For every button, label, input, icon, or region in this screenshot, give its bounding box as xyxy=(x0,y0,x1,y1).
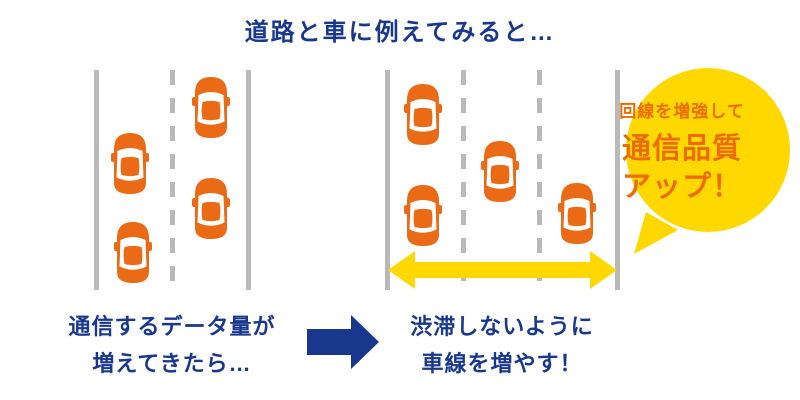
left-road-lane-divider xyxy=(170,70,175,290)
car-icon xyxy=(404,84,442,145)
speech-bubble xyxy=(626,68,790,232)
page-title: 道路と車に例えてみると… xyxy=(244,19,556,46)
car-icon xyxy=(404,185,442,246)
left-caption: 通信するデータ量が 増えてきたら… xyxy=(52,308,292,382)
car-icon xyxy=(558,183,596,244)
car-icon xyxy=(192,77,230,138)
bubble-line-3: アップ！ xyxy=(621,171,742,203)
left-road-edge-line-right xyxy=(246,70,251,290)
car-icon xyxy=(481,141,519,202)
right-caption-line-1: 渋滞しないように xyxy=(410,314,594,339)
right-caption: 渋滞しないように 車線を増やす！ xyxy=(382,308,622,382)
car-icon xyxy=(114,222,152,283)
car-icon xyxy=(192,178,230,239)
road-width-double-arrow-icon xyxy=(388,251,617,289)
right-road-edge-line-right xyxy=(615,70,620,290)
right-road-lane-divider-2 xyxy=(537,70,542,290)
right-road-lane-divider-1 xyxy=(461,70,466,290)
right-caption-line-2: 車線を増やす！ xyxy=(421,351,583,376)
right-road-edge-line-left xyxy=(385,70,390,290)
transition-right-arrow-icon xyxy=(307,315,379,369)
left-road-edge-line-left xyxy=(94,70,99,290)
car-icon xyxy=(111,133,149,194)
left-caption-line-2: 増えてきたら… xyxy=(92,351,252,376)
bubble-line-1: 回線を増強して xyxy=(619,102,745,121)
speech-bubble-tail xyxy=(634,212,678,254)
left-caption-line-1: 通信するデータ量が xyxy=(68,314,276,339)
bubble-line-2: 通信品質 xyxy=(621,133,742,165)
speech-bubble-text: 回線を増強して 通信品質 アップ！ xyxy=(600,68,764,232)
